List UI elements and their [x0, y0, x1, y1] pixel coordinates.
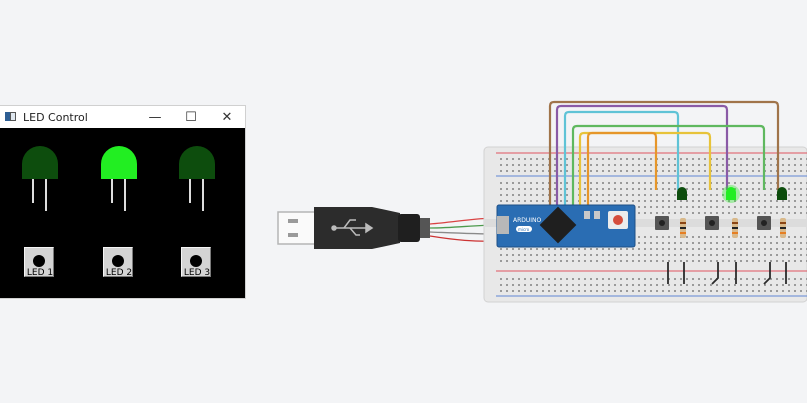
push-buttons — [655, 216, 771, 230]
micro-label: micro — [518, 227, 530, 232]
ground-wires — [667, 262, 787, 285]
led-panel: LED 1 LED 2 LED 3 — [0, 128, 245, 298]
led-1-label: LED 1 — [26, 268, 54, 278]
led-control-window: LED Control — ☐ ✕ LED — [0, 106, 245, 298]
led-3-indicator — [179, 146, 215, 211]
button-dot-icon — [33, 255, 45, 267]
led-3-button[interactable]: LED 3 — [181, 247, 211, 278]
button-dot-icon — [112, 255, 124, 267]
close-button[interactable]: ✕ — [221, 109, 233, 125]
breadboard-led-2 — [722, 185, 740, 203]
led-2-indicator — [101, 146, 137, 211]
button-dot-icon — [190, 255, 202, 267]
led-2-button[interactable]: LED 2 — [103, 247, 133, 278]
breadboard-leds — [677, 185, 787, 203]
window-titlebar[interactable]: LED Control — ☐ ✕ — [0, 106, 245, 128]
led-indicators — [22, 146, 215, 211]
usb-cable — [277, 207, 499, 249]
breadboard — [483, 146, 807, 303]
app-window-icon — [5, 111, 17, 123]
jumper-wires — [548, 100, 780, 205]
breadboard-led-3 — [777, 187, 787, 200]
minimize-button[interactable]: — — [148, 109, 162, 125]
led-2-label: LED 2 — [105, 268, 133, 278]
usb-symbol-icon — [331, 219, 374, 236]
arduino-label: ARDUINO — [513, 217, 542, 224]
maximize-button[interactable]: ☐ — [185, 109, 197, 125]
breadboard-led-1 — [677, 187, 687, 200]
resistors — [680, 218, 786, 238]
arduino-micro-board: ARDUINO micro — [496, 204, 636, 248]
led-1-button[interactable]: LED 1 — [24, 247, 54, 278]
led-1-indicator — [22, 146, 58, 211]
window-title: LED Control — [23, 110, 88, 124]
led-3-label: LED 3 — [183, 268, 211, 278]
